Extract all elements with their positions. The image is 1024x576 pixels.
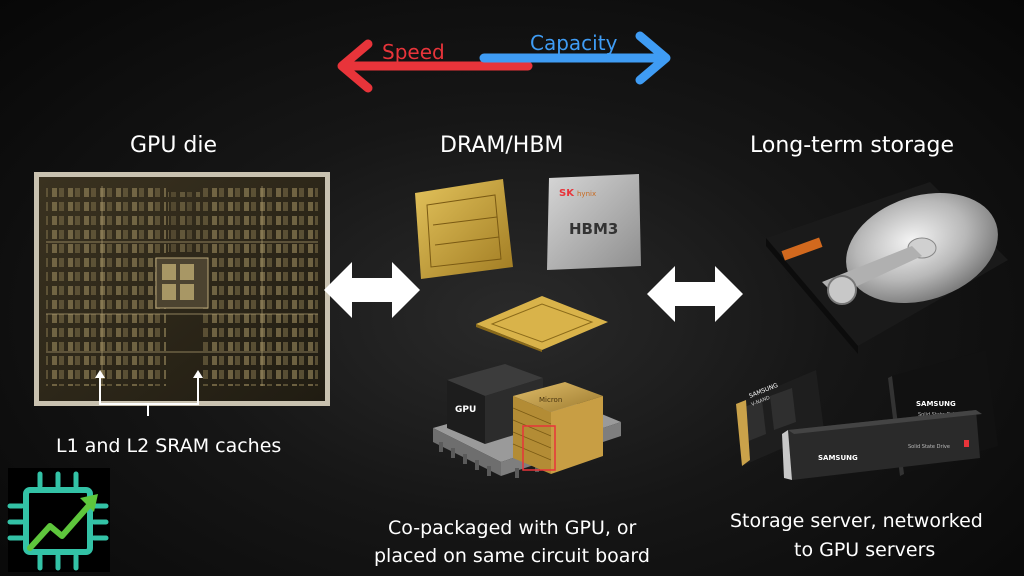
dram-chip-gold-large [415, 179, 513, 279]
chip-growth-icon [7, 471, 109, 571]
sram-caches-caption: L1 and L2 SRAM caches [56, 435, 282, 457]
gpu-die-image [34, 172, 330, 406]
hbm-brand-bottom: hynix [577, 190, 596, 198]
double-arrow-right [647, 266, 743, 322]
storage-caption-line1: Storage server, networked [730, 510, 983, 532]
ssd-brand: SAMSUNG [916, 400, 956, 408]
hbm3-chip: SK hynix HBM3 [547, 174, 641, 270]
heatsink-ssd-sub: Solid State Drive [908, 444, 950, 450]
capacity-arrow [479, 31, 671, 85]
speed-label: Speed [382, 40, 445, 64]
double-arrow-left [324, 262, 420, 318]
ssd-drives-image: SAMSUNG V-NAND SAMSUNG Solid State Drive… [736, 350, 998, 480]
heatsink-ssd-brand: SAMSUNG [818, 454, 858, 462]
package-micron-label: Micron [539, 396, 562, 404]
logo [7, 468, 110, 572]
copackaged-gpu-memory: GPU Micron [433, 364, 621, 478]
sram-pointer-bracket [95, 370, 203, 416]
capacity-label: Capacity [530, 31, 618, 55]
package-gpu-label: GPU [455, 405, 476, 415]
dram-chip-gold-flat [476, 296, 608, 352]
dram-caption-line1: Co-packaged with GPU, or [388, 517, 637, 539]
gpu-die-heading: GPU die [130, 133, 218, 158]
hbm-brand-top: SK [559, 188, 575, 199]
dram-hbm-heading: DRAM/HBM [440, 133, 564, 158]
long-term-storage-heading: Long-term storage [750, 133, 954, 158]
hbm3-label: HBM3 [569, 220, 618, 238]
speed-arrow [337, 39, 533, 93]
storage-caption-line2: to GPU servers [794, 539, 936, 561]
hard-drive-image [766, 182, 1008, 354]
dram-caption-line2: placed on same circuit board [374, 545, 650, 567]
